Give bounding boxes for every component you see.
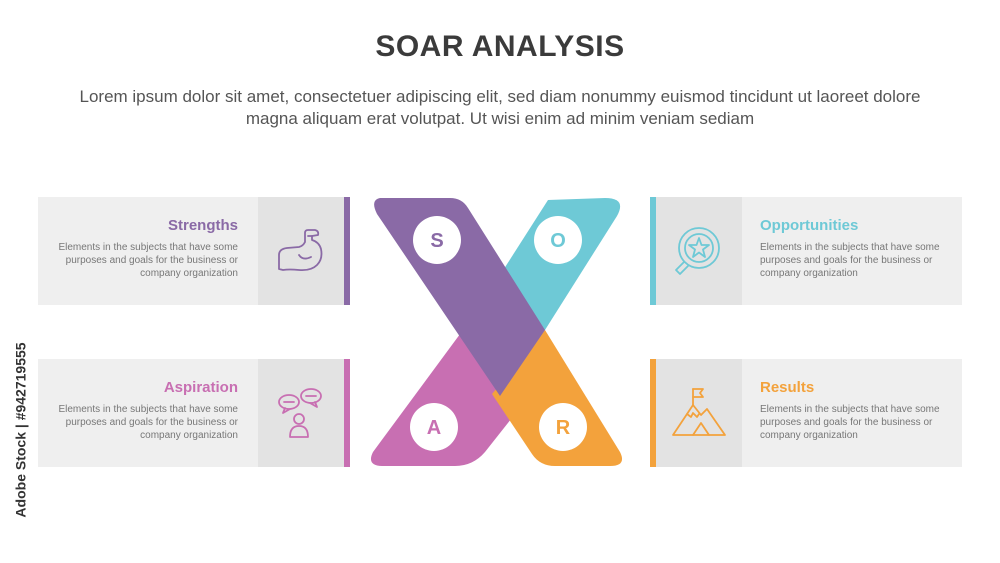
person-speech-bubbles-icon	[278, 388, 322, 438]
page-subtitle: Lorem ipsum dolor sit amet, consectetuer…	[79, 87, 921, 128]
aspiration-heading: Aspiration	[163, 379, 238, 396]
opportunities-description: Elements in the subjects that have some …	[760, 242, 940, 279]
flexed-arm-icon	[278, 229, 323, 272]
stock-watermark: Adobe Stock | #942719555	[13, 342, 29, 518]
magnifier-star-icon	[675, 227, 720, 275]
results-arm	[492, 330, 623, 466]
opportunities-circle	[534, 216, 582, 264]
opportunities-heading: Opportunities	[760, 217, 859, 234]
strengths-heading: Strengths	[167, 217, 238, 234]
strengths-card: Strengths Elements in the subjects that …	[38, 197, 350, 305]
page-title: SOAR ANALYSIS	[375, 30, 625, 63]
results-circle	[539, 403, 587, 451]
letter-r: R	[556, 417, 571, 439]
aspiration-description: Elements in the subjects that have some …	[58, 404, 238, 441]
strengths-description: Elements in the subjects that have some …	[58, 242, 238, 279]
results-card: Results Elements in the subjects that ha…	[650, 359, 962, 467]
letter-s: S	[430, 230, 443, 252]
mountain-flag-icon	[672, 388, 726, 436]
aspiration-card: Aspiration Elements in the subjects that…	[38, 359, 350, 467]
opportunities-card: Opportunities Elements in the subjects t…	[650, 197, 962, 305]
results-heading: Results	[760, 379, 815, 396]
letter-a: A	[427, 417, 441, 439]
strengths-circle	[413, 216, 461, 264]
results-description: Elements in the subjects that have some …	[760, 404, 940, 441]
letter-o: O	[550, 230, 566, 252]
aspiration-circle	[410, 403, 458, 451]
